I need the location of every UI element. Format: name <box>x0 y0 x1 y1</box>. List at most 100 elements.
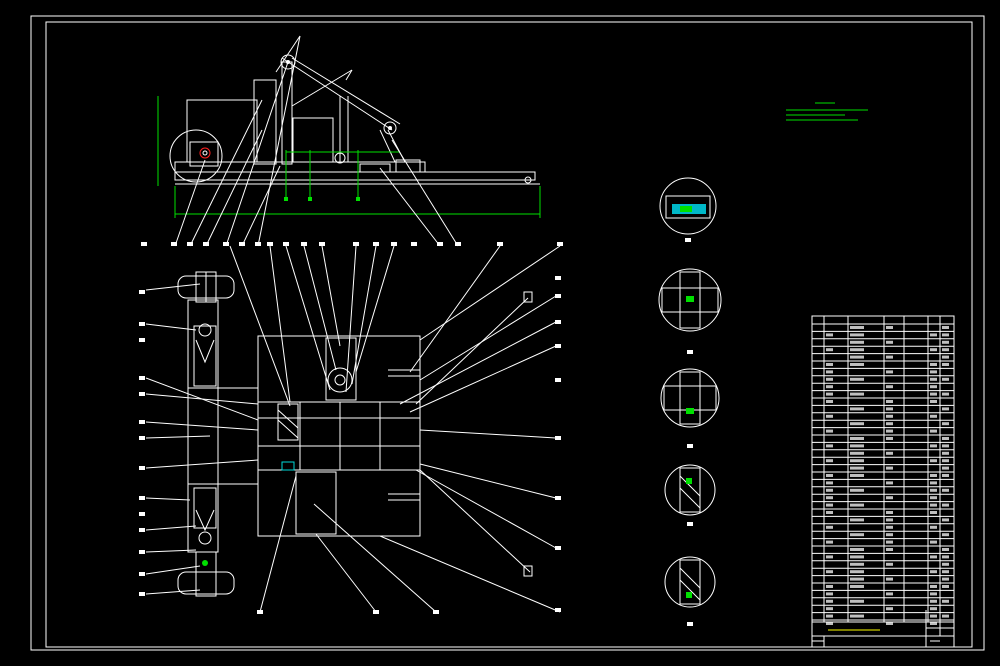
table-cell-mark <box>826 429 833 433</box>
table-cell-mark <box>850 392 864 396</box>
callout-mark <box>255 242 261 246</box>
technical-notes <box>786 102 868 121</box>
table-cell-mark <box>850 348 864 352</box>
callout-mark <box>555 496 561 500</box>
table-cell-mark <box>942 466 949 470</box>
table-cell-mark <box>942 488 949 492</box>
table-cell-mark <box>930 555 937 559</box>
callout-mark <box>139 322 145 326</box>
table-cell-mark <box>930 414 937 418</box>
callout-mark <box>687 350 693 354</box>
table-cell-mark <box>942 555 949 559</box>
table-cell-mark <box>850 599 864 603</box>
table-cell-mark <box>930 377 937 381</box>
callout-mark <box>139 550 145 554</box>
callout-mark <box>139 528 145 532</box>
callout-balloons <box>139 238 693 626</box>
table-cell-mark <box>942 562 949 566</box>
table-cell-mark <box>886 525 893 529</box>
callout-mark <box>687 444 693 448</box>
table-cell-mark <box>930 607 937 611</box>
table-cell-mark <box>826 414 833 418</box>
table-cell-mark <box>850 437 864 440</box>
callout-mark <box>139 420 145 424</box>
table-cell-mark <box>850 614 864 618</box>
table-cell-mark <box>886 607 893 611</box>
callout-mark <box>283 242 289 246</box>
callout-mark <box>139 572 145 576</box>
table-cell-mark <box>826 607 833 611</box>
table-cell-mark <box>930 459 937 463</box>
table-cell-mark <box>886 407 893 411</box>
table-cell-mark <box>930 444 937 448</box>
table-cell-mark <box>826 585 833 588</box>
callout-mark <box>187 242 193 246</box>
callout-mark <box>139 338 145 342</box>
callout-mark <box>411 242 417 246</box>
table-cell-mark <box>942 340 949 344</box>
table-cell-mark <box>850 474 864 477</box>
table-cell-mark <box>886 437 893 440</box>
callout-mark <box>433 610 439 614</box>
table-cell-mark <box>850 533 864 537</box>
table-cell-mark <box>930 496 937 500</box>
table-cell-mark <box>826 370 833 374</box>
table-cell-mark <box>942 533 949 537</box>
callout-mark <box>139 466 145 470</box>
callout-mark <box>171 242 177 246</box>
table-cell-mark <box>850 555 864 559</box>
table-cell-mark <box>850 333 864 337</box>
table-cell-mark <box>850 488 864 492</box>
table-cell-mark <box>942 474 949 477</box>
table-cell-mark <box>942 444 949 448</box>
table-cell-mark <box>942 518 949 522</box>
section-details <box>658 177 722 608</box>
table-cell-mark <box>826 555 833 559</box>
table-cell-mark <box>826 622 833 625</box>
table-cell-mark <box>886 548 893 551</box>
callout-mark <box>687 622 693 626</box>
table-cell-mark <box>942 599 949 603</box>
table-cell-mark <box>930 392 937 396</box>
table-cell-mark <box>850 503 864 507</box>
callout-mark <box>555 294 561 298</box>
callout-mark <box>267 242 273 246</box>
callout-mark <box>685 238 691 242</box>
callout-mark <box>139 592 145 596</box>
table-cell-mark <box>942 459 949 463</box>
table-cell-mark <box>930 363 937 366</box>
table-cell-mark <box>826 525 833 529</box>
table-cell-mark <box>850 407 864 411</box>
callout-mark <box>353 242 359 246</box>
table-cell-mark <box>942 392 949 396</box>
table-cell-mark <box>826 481 833 485</box>
callout-mark <box>139 512 145 516</box>
table-cell-mark <box>826 511 833 514</box>
callout-mark <box>437 242 443 246</box>
table-cell-mark <box>942 503 949 507</box>
callout-mark <box>139 496 145 500</box>
table-cell-mark <box>826 503 833 507</box>
table-cell-mark <box>886 414 893 418</box>
table-cell-mark <box>826 385 833 389</box>
callout-mark <box>555 320 561 324</box>
table-cell-mark <box>850 518 864 522</box>
callout-mark <box>301 242 307 246</box>
table-cell-mark <box>930 488 937 492</box>
table-cell-mark <box>826 400 833 403</box>
callout-mark <box>139 392 145 396</box>
table-cell-mark <box>826 496 833 500</box>
callout-mark <box>555 608 561 612</box>
table-cell-mark <box>826 377 833 381</box>
table-cell-mark <box>930 599 937 603</box>
table-cell-mark <box>930 348 937 352</box>
table-cell-mark <box>942 377 949 381</box>
table-cell-mark <box>942 355 949 359</box>
table-cell-mark <box>826 570 833 574</box>
table-cell-mark <box>826 592 833 596</box>
table-cell-mark <box>930 370 937 374</box>
callout-mark <box>373 610 379 614</box>
callout-mark <box>223 242 229 246</box>
table-cell-mark <box>850 459 864 463</box>
